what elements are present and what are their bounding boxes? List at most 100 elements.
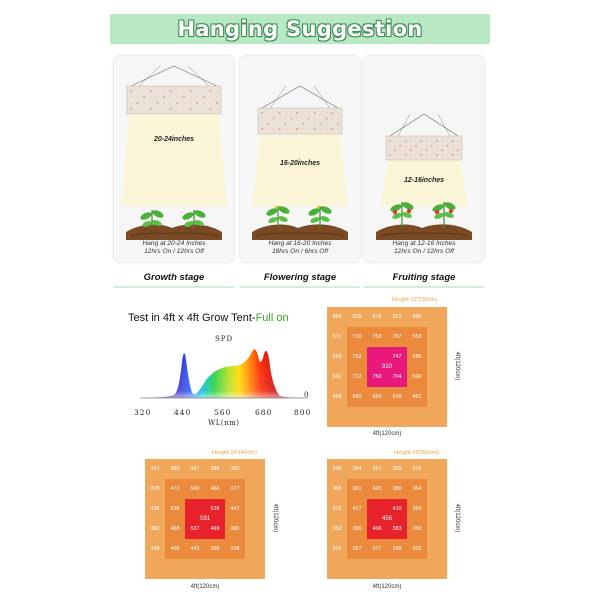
ppfd-cell: 710 [352,334,362,340]
led-diode [272,117,275,120]
led-diode [446,144,449,147]
led-diode [451,149,454,152]
page-banner: Hanging Suggestion [110,14,490,44]
led-diode [156,101,159,105]
led-diode [295,117,299,120]
led-diode [182,107,186,111]
growth-stage-label: Growth stage [143,272,205,283]
ppfd-cell: 704 [392,374,402,380]
test-title: Test in 4ft x 4ft Grow Tent-Full on [128,312,289,324]
led-diode [435,153,439,157]
flowering-hang-height: Hang at 16-20 Inches [268,240,332,247]
led-diode [425,149,428,152]
growth-hang-text: Hang at 20-24 Inches 12hrs On / 12hrs Of… [114,240,234,256]
fruiting-stage-illustration [376,113,472,240]
led-diode [415,144,418,147]
led-diode [272,111,275,115]
led-diode [394,153,397,157]
led-diode [307,111,310,115]
soil-mound [252,224,348,240]
page-title: Hanging Suggestion [177,17,423,41]
plant-leaf [402,212,412,218]
led-diode [451,153,454,157]
plant-fruit [392,209,398,215]
led-diode [331,117,334,120]
led-diode [313,117,316,120]
ppfd-cell: 350 [412,526,422,532]
plant-leaf [268,217,278,223]
led-diode [404,153,407,157]
led-diode [169,95,172,99]
led-diode [307,117,310,120]
led-diode [313,111,316,115]
hanging-rope [299,85,339,109]
ppfd-cell: 571 [332,334,342,340]
hanging-rope [313,85,331,109]
led-diode [215,107,219,111]
ppfd-12in-width-label: 4ft(120cm) [372,431,402,437]
hanging-rope [423,113,459,137]
plant-leaf [444,212,454,218]
ppfd-cell: 395 [210,546,220,552]
growth-hang-schedule: 12hrs On / 12hrs Off [144,248,204,255]
ppfd-12in-height-label: Height 12"(30cm) [392,297,437,303]
ppfd-cell: 354 [352,466,362,472]
ppfd-cell: 480 [412,314,422,320]
hanging-rope [389,113,425,137]
led-diode [162,95,166,99]
led-diode [202,107,205,111]
fruiting-hang-text: Hang at 12-16 Inches 12hrs On / 12hrs Of… [364,240,484,256]
led-diode [182,89,186,93]
led-diode [272,127,275,131]
led-diode [215,95,219,99]
led-diode [260,117,264,120]
flowering-hang-text: Hang at 16-20 Inches 18hrs On / 6hrs Off [240,240,360,256]
led-diode [446,149,449,152]
led-diode [430,149,433,152]
led-diode [129,101,133,105]
led-diode [394,139,397,143]
led-diode [456,149,460,152]
soil-mound [126,224,222,240]
ppfd-cell: 447 [230,506,240,512]
ppfd-cell: 357 [352,546,362,552]
led-diode [196,95,199,99]
ppfd-cell: 466 [210,486,220,492]
ppfd-cell: 410 [392,506,402,512]
test-title-prefix: Test in 4ft x 4ft Grow Tent- [128,312,256,324]
spd-tick-800: 800 [294,408,312,417]
ppfd-cell: 347 [150,466,160,472]
spd-label: SPD [215,335,234,343]
led-diode [336,122,340,125]
fruiting-distance-label: 12-16inches [403,177,445,184]
ppfd-cell: 377 [372,546,382,552]
led-diode [143,89,146,93]
flowering-stage-illustration [252,85,348,240]
led-diode [325,117,328,120]
led-diode [325,111,328,115]
spd-axis-label: WL(nm) [208,419,240,427]
led-diode [388,149,392,152]
fruiting-stage-card: 12-16inches Hang at 12-16 Inches 12hrs O… [364,56,484,262]
ppfd-cell: 447 [190,466,200,472]
led-diode [301,122,305,125]
ppfd-cell: 405 [170,546,180,552]
plant-flower [274,205,278,209]
plant-fruit [434,209,440,215]
led-diode [307,122,310,125]
led-diode [136,95,139,99]
ppfd-cell: 377 [230,486,240,492]
hanging-rope [138,65,161,87]
led-diode [420,144,423,147]
led-diode [136,89,139,93]
ppfd-cell: 229 [412,466,422,472]
led-diode [415,139,418,143]
led-diode [266,111,269,115]
led-diode [136,107,139,111]
ppfd-cell: 560 [412,374,422,380]
grow-light-panel [385,135,463,161]
soil-shadow [379,232,469,237]
plant-leaf [194,210,206,218]
ppfd-cell: 553 [412,334,422,340]
ppfd-cell: 456 [381,516,392,522]
